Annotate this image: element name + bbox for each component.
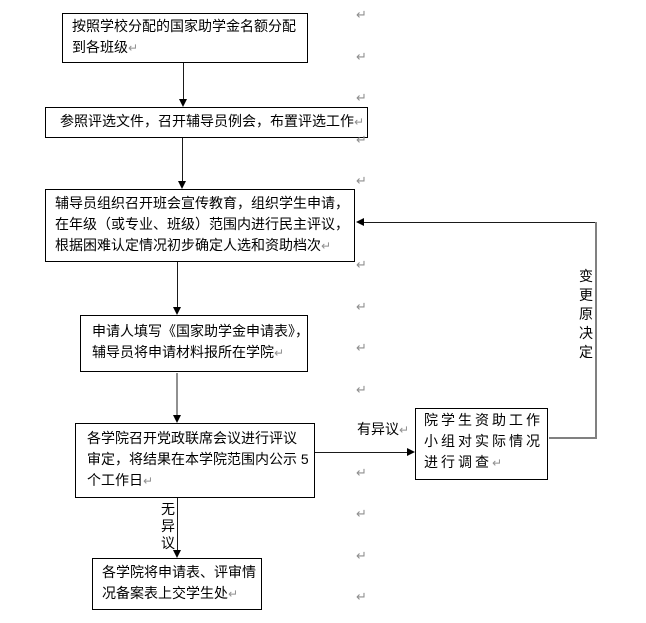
paragraph-mark: ↵	[356, 548, 367, 563]
arrowhead-down-icon	[173, 307, 181, 315]
paragraph-mark: ↵	[356, 589, 367, 604]
paragraph-mark: ↵	[356, 382, 367, 397]
paragraph-mark: ↵	[321, 239, 332, 253]
box-text-line: 申请人填写《国家助学金申请表》，	[92, 323, 309, 339]
arrow-allocate-to-meeting	[183, 63, 184, 99]
paragraph-mark: ↵	[274, 346, 285, 360]
box-text-line: 辅导员将申请材料报所在学院↵	[92, 344, 285, 360]
paragraph-mark: ↵	[356, 340, 367, 355]
arrowhead-down-icon	[173, 415, 181, 423]
paragraph-mark: ↵	[399, 423, 410, 437]
flow-box-class-democratic-review[interactable]: 辅导员组织召开班会宣传教育，组织学生申请， 在年级（或专业、班级）范围内进行民主…	[45, 189, 355, 262]
paragraph-mark: ↵	[356, 299, 367, 314]
box-text-line: 审定，将结果在本学院范围内公示 5	[87, 451, 309, 467]
arrow-objection-to-investigate	[315, 452, 407, 453]
arrowhead-down-icon	[178, 181, 186, 189]
feedback-connector-horizontal	[549, 437, 597, 439]
paragraph-mark: ↵	[356, 173, 367, 188]
flow-box-college-review-publicity[interactable]: 各学院召开党政联席会议进行评议 审定，将结果在本学院范围内公示 5 个工作日↵	[75, 423, 315, 498]
paragraph-mark: ↵	[356, 7, 367, 22]
paragraph-mark: ↵	[228, 587, 239, 601]
box-text-line: 进行调查↵	[424, 454, 503, 470]
arrowhead-left-icon	[356, 218, 364, 226]
paragraph-mark: ↵	[356, 257, 367, 272]
box-text-line: 况备案表上交学生处↵	[102, 585, 239, 601]
feedback-arrow-to-class-review	[364, 222, 596, 223]
branch-label-change-decision: 变更原决定	[579, 268, 593, 360]
box-text-line: 个工作日↵	[87, 472, 154, 488]
arrowhead-right-icon	[407, 448, 415, 456]
branch-label-objection: 有异议↵	[357, 421, 410, 437]
branch-label-no-objection: 无异议	[161, 501, 175, 551]
arrowhead-down-icon	[173, 550, 181, 558]
arrow-meeting-to-class-review	[182, 138, 183, 181]
arrow-apply-to-college-review	[176, 373, 178, 415]
feedback-connector-vertical	[595, 222, 597, 439]
box-text-line: 小组对实际情况	[424, 433, 543, 449]
box-text-line: 根据困难认定情况初步确定人选和资助档次↵	[55, 237, 332, 253]
paragraph-mark: ↵	[356, 49, 367, 64]
arrow-class-review-to-apply	[177, 262, 178, 307]
flow-box-investigate-group[interactable]: 院学生资助工作 小组对实际情况 进行调查↵	[415, 408, 548, 480]
box-text-line: 参照评选文件，召开辅导员例会，布置评选工作↵	[60, 113, 365, 129]
paragraph-mark: ↵	[356, 506, 367, 521]
box-text-line: 按照学校分配的国家助学金名额分配	[72, 18, 296, 34]
arrow-college-review-to-submit	[177, 498, 178, 550]
box-text-line: 到各班级↵	[72, 39, 139, 55]
paragraph-mark: ↵	[143, 474, 154, 488]
box-text-line: 在年级（或专业、班级）范围内进行民主评议，	[55, 216, 349, 232]
paragraph-mark: ↵	[128, 41, 139, 55]
paragraph-mark: ↵	[356, 90, 367, 105]
flow-box-application-form[interactable]: 申请人填写《国家助学金申请表》， 辅导员将申请材料报所在学院↵	[80, 315, 309, 372]
flow-box-counselor-meeting[interactable]: 参照评选文件，召开辅导员例会，布置评选工作↵	[45, 107, 368, 138]
paragraph-mark: ↵	[492, 456, 503, 470]
paragraph-mark: ↵	[354, 115, 365, 129]
paragraph-mark: ↵	[356, 465, 367, 480]
flow-box-allocate-quota[interactable]: 按照学校分配的国家助学金名额分配 到各班级↵	[62, 13, 308, 63]
paragraph-mark: ↵	[356, 132, 367, 147]
box-text-line: 院学生资助工作	[424, 412, 543, 428]
box-text-line: 各学院召开党政联席会议进行评议	[87, 430, 297, 446]
flow-box-submit-records[interactable]: 各学院将申请表、评审情 况备案表上交学生处↵	[92, 558, 262, 610]
arrowhead-down-icon	[179, 99, 187, 107]
box-text-line: 各学院将申请表、评审情	[102, 564, 256, 580]
box-text-line: 辅导员组织召开班会宣传教育，组织学生申请，	[55, 195, 349, 211]
